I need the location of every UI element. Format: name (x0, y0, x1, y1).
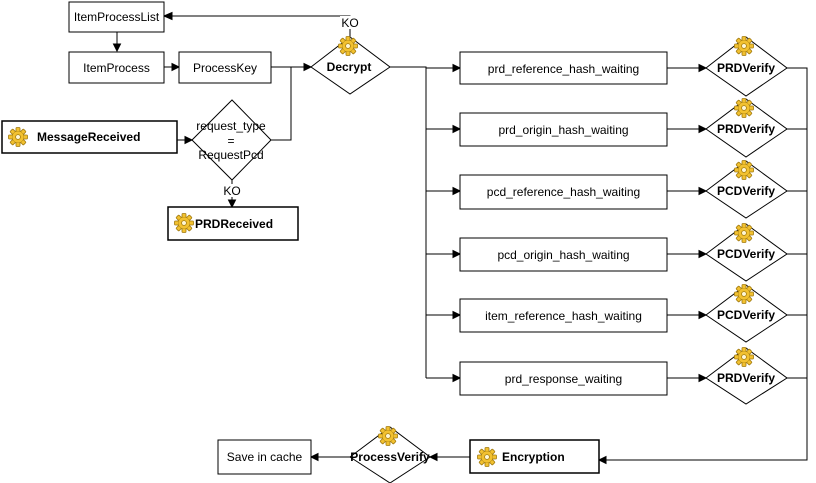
arrow-requesttype (184, 135, 194, 145)
gear-icon (734, 284, 754, 304)
node-message-received[interactable]: MessageReceived (1, 120, 178, 154)
arrow-itemprocesslist (162, 11, 173, 21)
prd-origin-hash-waiting-label: prd_origin_hash_waiting (498, 123, 628, 137)
verify-3-label: PCDVerify (717, 184, 775, 198)
node-prd-received[interactable]: PRDReceived (167, 206, 299, 241)
verify-5-label: PCDVerify (717, 308, 775, 322)
node-verify-2[interactable]: PRDVerify (705, 98, 788, 158)
gear-icon (378, 426, 398, 446)
node-pcd-reference-hash-waiting[interactable]: pcd_reference_hash_waiting (459, 174, 668, 210)
requesttype-ko-label: KO (223, 184, 240, 198)
node-verify-3[interactable]: PCDVerify (705, 160, 788, 219)
verify-2-label: PRDVerify (717, 122, 775, 136)
node-item-reference-hash-waiting[interactable]: item_reference_hash_waiting (459, 298, 668, 333)
arrow-verify-6 (698, 373, 708, 383)
edge-decrypt-to-itemprocesslist (172, 15, 351, 37)
gear-icon (734, 98, 754, 118)
message-received-label: MessageReceived (37, 130, 140, 144)
decrypt-ko-label: KO (341, 16, 358, 30)
request-type-line1: request_type (196, 119, 266, 133)
node-decrypt[interactable]: Decrypt (310, 36, 391, 95)
node-request-type[interactable]: request_type = RequestPcd (191, 99, 272, 181)
gear-icon (174, 213, 194, 233)
gear-icon (734, 160, 754, 180)
arrow-verify-1 (698, 63, 708, 73)
gear-icon (734, 223, 754, 243)
arrow-verify-3 (698, 186, 708, 196)
pcd-reference-hash-waiting-label: pcd_reference_hash_waiting (487, 185, 640, 199)
edge-requesttype-to-decrypt (271, 66, 304, 141)
arrow-verify-4 (698, 249, 708, 259)
arrow-decrypt-1 (303, 62, 313, 72)
edge-verify-bus (606, 67, 808, 461)
arrow-save (309, 452, 319, 462)
node-verify-1[interactable]: PRDVerify (705, 36, 788, 97)
arrow-verify-5 (698, 310, 708, 320)
gear-icon (338, 36, 358, 56)
arrow-pcd-origin (452, 249, 462, 259)
request-type-line2: = (227, 134, 234, 148)
process-key-label: ProcessKey (193, 61, 257, 75)
verify-6-label: PRDVerify (717, 371, 775, 385)
node-item-process-list[interactable]: ItemProcessList (68, 1, 165, 33)
arrow-prd-response (452, 373, 462, 383)
arrow-item-reference (452, 310, 462, 320)
gear-icon (734, 347, 754, 367)
edge-decrypt-bus (390, 66, 427, 378)
process-verify-label: ProcessVerify (350, 450, 430, 464)
arrow-verify-2 (698, 124, 708, 134)
node-item-process[interactable]: ItemProcess (68, 51, 165, 84)
verify-1-label: PRDVerify (717, 61, 775, 75)
node-process-verify[interactable]: ProcessVerify (349, 426, 431, 483)
pcd-origin-hash-waiting-label: pcd_origin_hash_waiting (497, 248, 629, 262)
node-encryption[interactable]: Encryption (469, 439, 600, 474)
node-prd-origin-hash-waiting[interactable]: prd_origin_hash_waiting (459, 112, 668, 147)
encryption-label: Encryption (502, 450, 565, 464)
arrow-processverify (428, 452, 438, 462)
decrypt-label: Decrypt (327, 60, 372, 74)
prd-received-label: PRDReceived (195, 217, 273, 231)
gear-icon (8, 127, 28, 147)
arrow-pcd-reference (452, 186, 462, 196)
arrow-processkey (171, 62, 181, 72)
arrow-prdreceived (227, 199, 237, 209)
gear-icon (734, 36, 754, 56)
node-verify-6[interactable]: PRDVerify (705, 347, 788, 405)
edges (112, 11, 808, 465)
arrow-prd-reference (452, 63, 462, 73)
item-reference-hash-waiting-label: item_reference_hash_waiting (485, 309, 642, 323)
item-process-label: ItemProcess (83, 61, 150, 75)
arrow-encryption (597, 455, 607, 465)
verify-4-label: PCDVerify (717, 247, 775, 261)
node-verify-4[interactable]: PCDVerify (705, 223, 788, 282)
node-save-in-cache[interactable]: Save in cache (217, 439, 312, 475)
prd-response-waiting-label: prd_response_waiting (505, 372, 622, 386)
arrow-prd-origin (452, 124, 462, 134)
prd-reference-hash-waiting-label: prd_reference_hash_waiting (488, 62, 639, 76)
gear-icon (477, 447, 497, 467)
node-prd-response-waiting[interactable]: prd_response_waiting (459, 361, 668, 396)
node-prd-reference-hash-waiting[interactable]: prd_reference_hash_waiting (459, 51, 668, 85)
item-process-list-label: ItemProcessList (74, 10, 160, 24)
node-process-key[interactable]: ProcessKey (178, 51, 272, 84)
request-type-line3: RequestPcd (198, 148, 263, 162)
node-pcd-origin-hash-waiting[interactable]: pcd_origin_hash_waiting (459, 237, 668, 272)
node-verify-5[interactable]: PCDVerify (705, 284, 788, 343)
save-in-cache-label: Save in cache (227, 450, 303, 464)
arrow-itemprocess (112, 43, 122, 53)
